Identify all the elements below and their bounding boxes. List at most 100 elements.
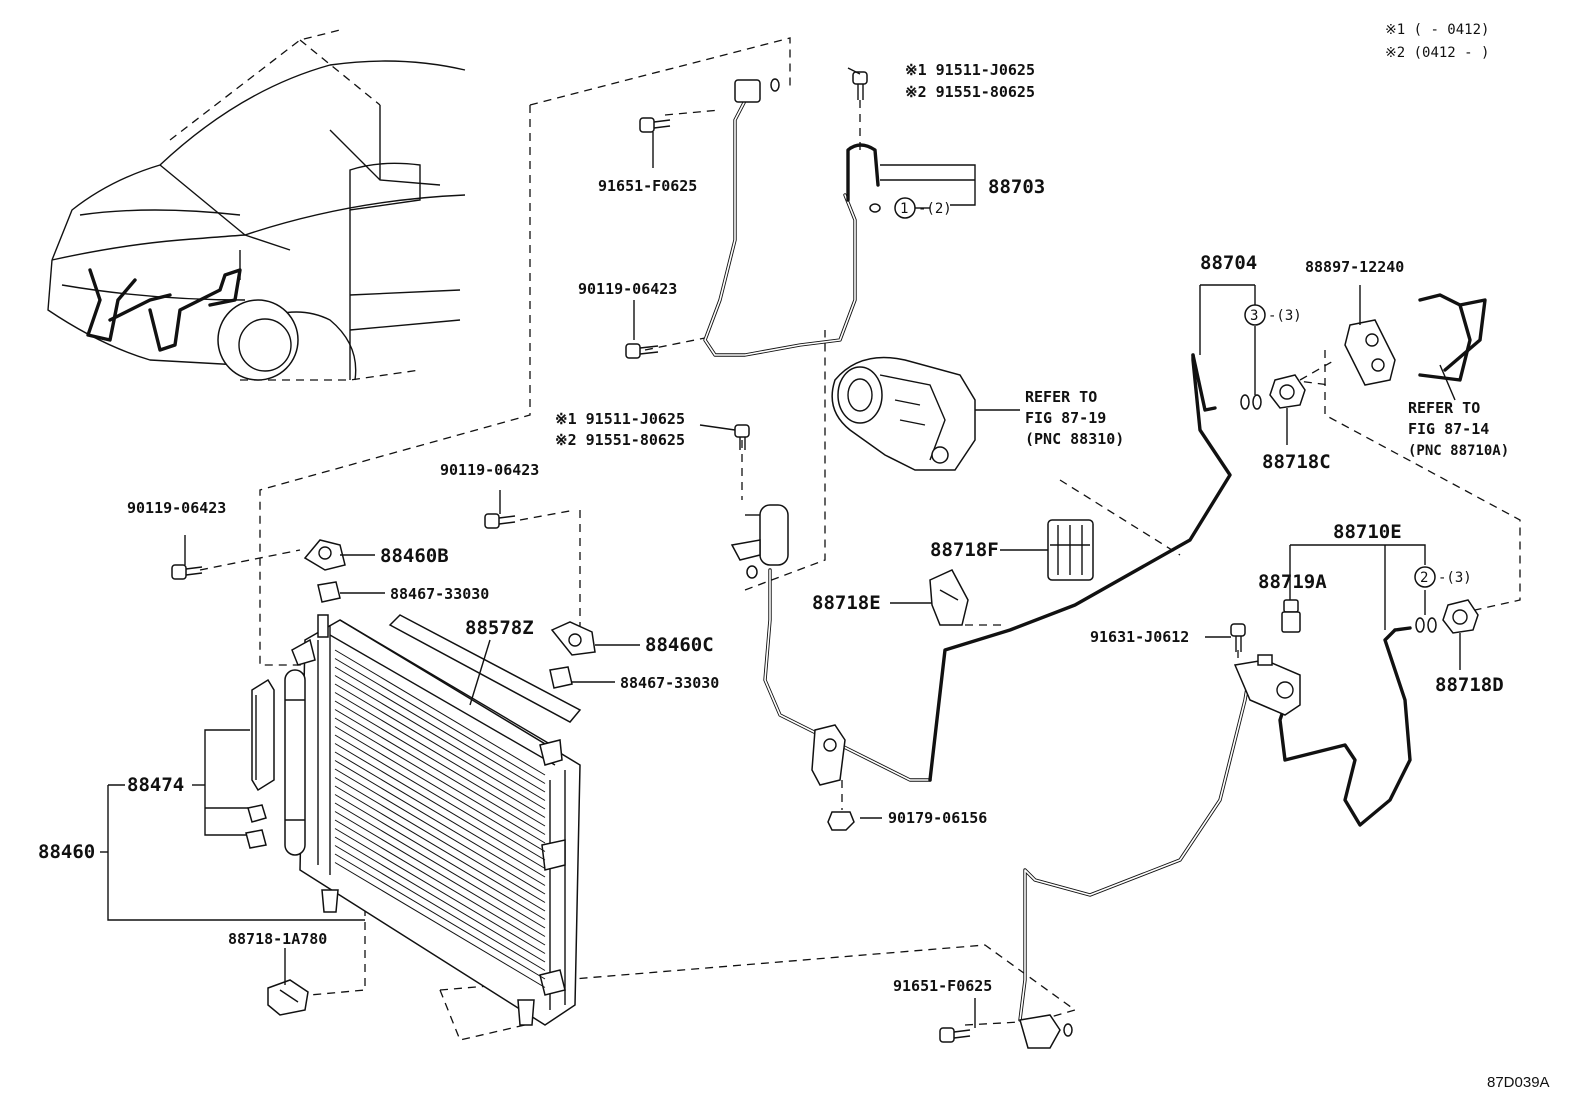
circle-3-qty: -(3) — [1268, 308, 1302, 324]
bracket-88460C — [550, 621, 596, 656]
parts — [171, 71, 1479, 1049]
label-88467-33030-a: 88467-33030 — [390, 585, 489, 603]
labels: ※1 ( - 0412) ※2 (0412 - ) 91651-F0625 90… — [38, 22, 1550, 1091]
condenser-fin-line — [334, 802, 546, 929]
circle-1-text: 1 — [900, 201, 908, 217]
compressor — [831, 356, 976, 471]
vehicle-illustration — [47, 29, 466, 381]
condenser-fin-line — [334, 734, 546, 861]
condenser-fin-line — [334, 828, 546, 954]
bolt-91651-top — [639, 117, 671, 133]
label-91631-J0612: 91631-J0612 — [1090, 628, 1189, 646]
label-refer-88310-c: (PNC 88310) — [1025, 430, 1124, 448]
label-90119-06423-c: 90119-06423 — [127, 499, 226, 517]
condenser-fin-line — [334, 785, 546, 912]
qty-markers — [894, 197, 1436, 588]
condenser-fin-line — [334, 811, 546, 937]
condenser-fin-line — [334, 853, 546, 980]
label-refer-88710A-c: (PNC 88710A) — [1408, 443, 1509, 459]
label-refer-88310-a: REFER TO — [1025, 388, 1097, 406]
bolt-90119-c — [171, 564, 203, 580]
condenser-fin-line — [334, 777, 546, 903]
bolt-91631 — [1230, 623, 1246, 652]
condenser-fin-line — [334, 692, 546, 818]
circle-marker-3 — [1244, 304, 1266, 326]
clamp-88718F — [1047, 519, 1094, 581]
hose-fitting-bottom — [1019, 1014, 1073, 1049]
leader-lines — [100, 67, 1461, 1028]
label-88704: 88704 — [1200, 252, 1257, 274]
refrigerant-lines — [703, 93, 1487, 1022]
condenser-fin-line — [334, 683, 546, 810]
pressure-switch-88719A — [1281, 599, 1301, 633]
condenser-fins — [334, 649, 546, 988]
bolt-91651-bottom — [939, 1027, 971, 1043]
label-90119-06423-b: 90119-06423 — [440, 461, 539, 479]
condenser-fin-line — [334, 726, 546, 852]
condenser-fin-line — [334, 717, 546, 844]
condenser-fin-line — [334, 666, 546, 793]
label-88460B: 88460B — [380, 545, 449, 567]
circle-marker-2 — [1414, 566, 1436, 588]
fitting-88718C — [1269, 374, 1306, 409]
label-88718C: 88718C — [1262, 451, 1331, 473]
bolt-91511-mid — [734, 424, 750, 450]
label-88718E: 88718E — [812, 592, 881, 614]
condenser-fin-line — [334, 836, 546, 963]
label-note2-91551-top: ※2 91551-80625 — [905, 83, 1035, 101]
label-88718D: 88718D — [1435, 674, 1504, 696]
label-88718F: 88718F — [930, 539, 999, 561]
label-refer-88310-b: FIG 87-19 — [1025, 409, 1106, 427]
bracket-88460B — [303, 539, 346, 571]
fitting-88718D — [1442, 599, 1479, 634]
label-note2-91551-mid: ※2 91551-80625 — [555, 431, 685, 449]
insulator-88474 — [245, 678, 275, 849]
bolt-90119-a — [625, 343, 659, 359]
label-88897-12240: 88897-12240 — [1305, 258, 1404, 276]
label-90179-06156: 90179-06156 — [888, 809, 987, 827]
cushion-88467-b — [549, 666, 573, 689]
bolt-91511-top — [852, 71, 868, 100]
pipe-connector-mid — [730, 504, 789, 579]
condenser-fin-line — [334, 768, 546, 895]
condenser-fin-line — [334, 700, 546, 827]
condenser-fin-line — [334, 743, 546, 869]
legend-note-2: ※2 (0412 - ) — [1385, 45, 1489, 61]
condenser-fin-line — [334, 658, 546, 784]
label-88578Z: 88578Z — [465, 617, 534, 639]
cushion-88467-a — [317, 581, 341, 603]
label-90119-06423-a: 90119-06423 — [578, 280, 677, 298]
legend-note-1: ※1 ( - 0412) — [1385, 22, 1489, 38]
nut-90179 — [827, 811, 855, 831]
condenser-fin-line — [334, 794, 546, 920]
label-refer-88710A-b: FIG 87-14 — [1408, 420, 1489, 438]
circle-marker-1 — [894, 197, 916, 219]
label-88474: 88474 — [127, 774, 184, 796]
condenser-fin-line — [334, 845, 546, 971]
condenser-fin-line — [334, 819, 546, 946]
label-88703: 88703 — [988, 176, 1045, 198]
condenser-fin-line — [334, 649, 546, 776]
figure-code: 87D039A — [1487, 1074, 1550, 1091]
condenser-fin-line — [334, 751, 546, 878]
pipe-bracket-88710E — [1233, 654, 1301, 716]
label-note1-91511-top: ※1 91511-J0625 — [905, 61, 1035, 79]
label-91651-F0625-bottom: 91651-F0625 — [893, 977, 992, 995]
label-note1-91511-mid: ※1 91511-J0625 — [555, 410, 685, 428]
seal-strip-88578Z — [388, 614, 582, 723]
label-88460C: 88460C — [645, 634, 714, 656]
condenser-fin-line — [334, 862, 546, 988]
circle-1-qty: -(2) — [918, 201, 952, 217]
label-88718-1A780: 88718-1A780 — [228, 930, 327, 948]
label-88460: 88460 — [38, 841, 95, 863]
label-88467-33030-b: 88467-33030 — [620, 674, 719, 692]
clip-88718-1A780 — [267, 979, 309, 1016]
condenser-fin-line — [334, 675, 546, 801]
bolt-90119-b — [484, 513, 516, 529]
label-refer-88710A-a: REFER TO — [1408, 399, 1480, 417]
callout-lines — [199, 37, 1521, 1041]
circle-2-qty: -(3) — [1438, 570, 1472, 586]
circle-2-text: 2 — [1420, 570, 1428, 586]
condenser-fin-line — [334, 709, 546, 835]
